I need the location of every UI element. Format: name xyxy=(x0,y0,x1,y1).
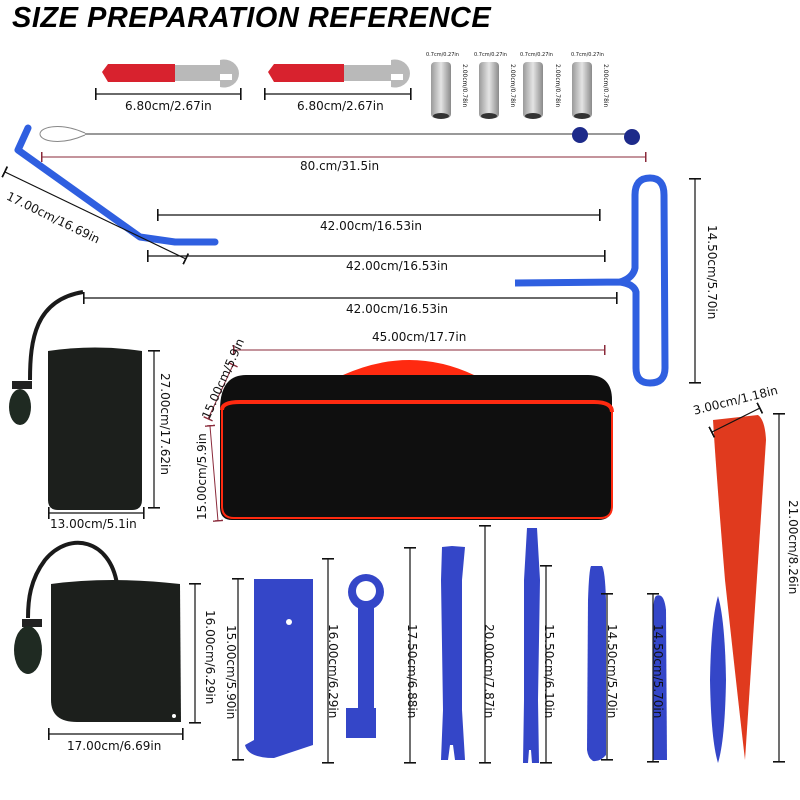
grabber-dimension: 80.cm/31.5in xyxy=(300,159,380,173)
wrench-1-dimension: 6.80cm/2.67in xyxy=(125,99,212,113)
storage-bag-icon xyxy=(220,360,614,520)
trim-tool-icon xyxy=(523,528,540,763)
air-wedge-small-icon xyxy=(14,540,181,722)
trim-tool-icon xyxy=(710,596,726,763)
air-wedge-large-width: 13.00cm/5.1in xyxy=(50,517,137,531)
trim-tool-6-dimension: 14.50cm/5.70in xyxy=(605,624,619,719)
trim-tool-3-dimension: 17.50cm/6.88in xyxy=(405,624,419,719)
trim-tool-7-dimension: 14.50cm/5.70in xyxy=(651,624,665,719)
sleeve-1-height: 2.00cm/0.78in xyxy=(461,64,468,108)
sleeve-1-width: 0.7cm/0.27in xyxy=(426,52,459,58)
trim-tool-5-dimension: 15.50cm/6.10in xyxy=(542,624,556,719)
bent-rod-icon xyxy=(14,124,219,246)
wrench-2-dimension: 6.80cm/2.67in xyxy=(297,99,384,113)
sleeve-3-width: 0.7cm/0.27in xyxy=(520,52,553,58)
air-wedge-large-icon xyxy=(9,290,142,510)
sleeve-4-width: 0.7cm/0.27in xyxy=(571,52,604,58)
sleeve-2-height: 2.00cm/0.78in xyxy=(509,64,516,108)
air-wedge-small-width: 17.00cm/6.69in xyxy=(67,739,162,753)
air-wedge-large-height: 27.00cm/17.62in xyxy=(158,373,172,475)
red-wedge-icon xyxy=(713,415,766,760)
bag-height-dimension: 15.00cm/5.9in xyxy=(195,433,209,520)
long-reach-grabber-icon xyxy=(39,126,640,145)
wrench-icon xyxy=(268,59,410,88)
sleeve-3-height: 2.00cm/0.78in xyxy=(554,64,561,108)
trim-tool-4-dimension: 20.00cm/7.87in xyxy=(482,624,496,719)
page-title: SIZE PREPARATION REFERENCE xyxy=(12,2,492,34)
trim-tool-icon xyxy=(245,579,313,758)
trim-tool-icon xyxy=(441,546,465,760)
rod-3-dimension: 42.00cm/16.53in xyxy=(346,302,448,316)
trim-tool-icon xyxy=(587,566,606,762)
sleeve-2-width: 0.7cm/0.27in xyxy=(474,52,507,58)
trim-tool-2-dimension: 16.00cm/6.29in xyxy=(326,624,340,719)
t-handle-icon xyxy=(514,174,669,387)
air-wedge-small-height: 16.00cm/6.29in xyxy=(203,610,217,705)
sleeves-icon xyxy=(431,62,592,119)
rod-1-dimension: 42.00cm/16.53in xyxy=(320,219,422,233)
red-wedge-height: 21.00cm/8.26in xyxy=(786,500,800,595)
rod-2-dimension: 42.00cm/16.53in xyxy=(346,259,448,273)
bag-width-dimension: 45.00cm/17.7in xyxy=(372,330,467,344)
wrench-icon xyxy=(102,59,239,88)
sleeve-4-height: 2.00cm/0.78in xyxy=(602,64,609,108)
t-handle-dimension: 14.50cm/5.70in xyxy=(705,225,719,320)
trim-tool-1-dimension: 15.00cm/5.90in xyxy=(224,625,238,720)
